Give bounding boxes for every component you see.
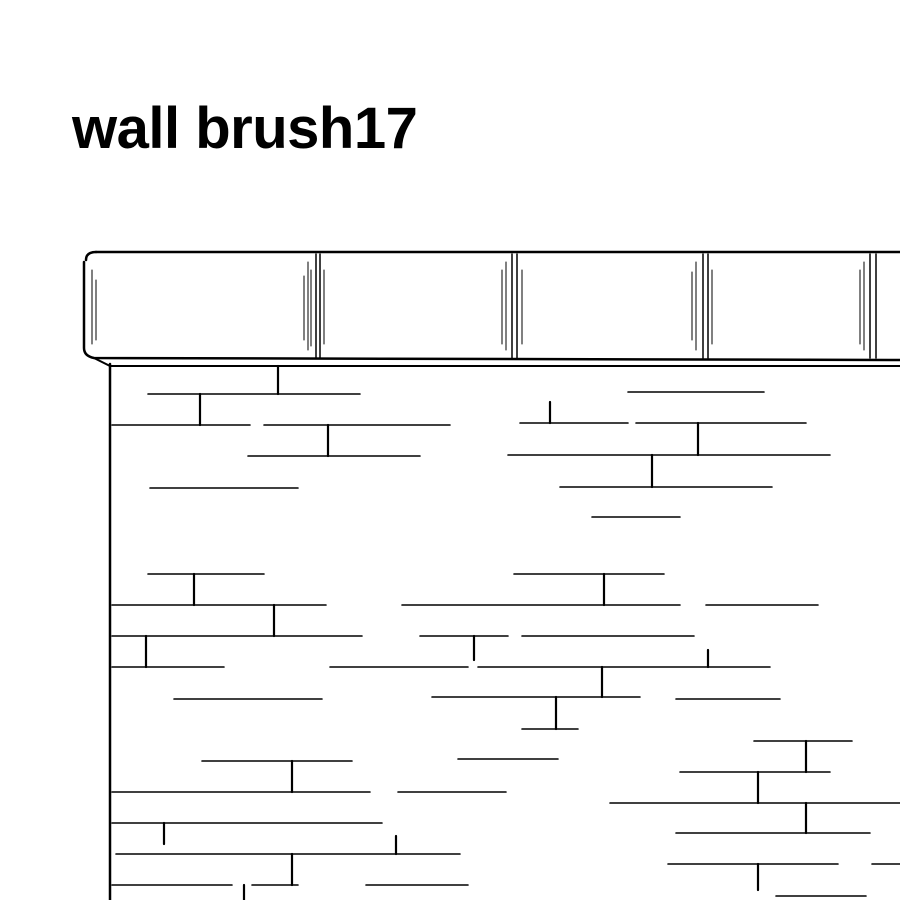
page-title: wall brush17 bbox=[72, 96, 418, 161]
